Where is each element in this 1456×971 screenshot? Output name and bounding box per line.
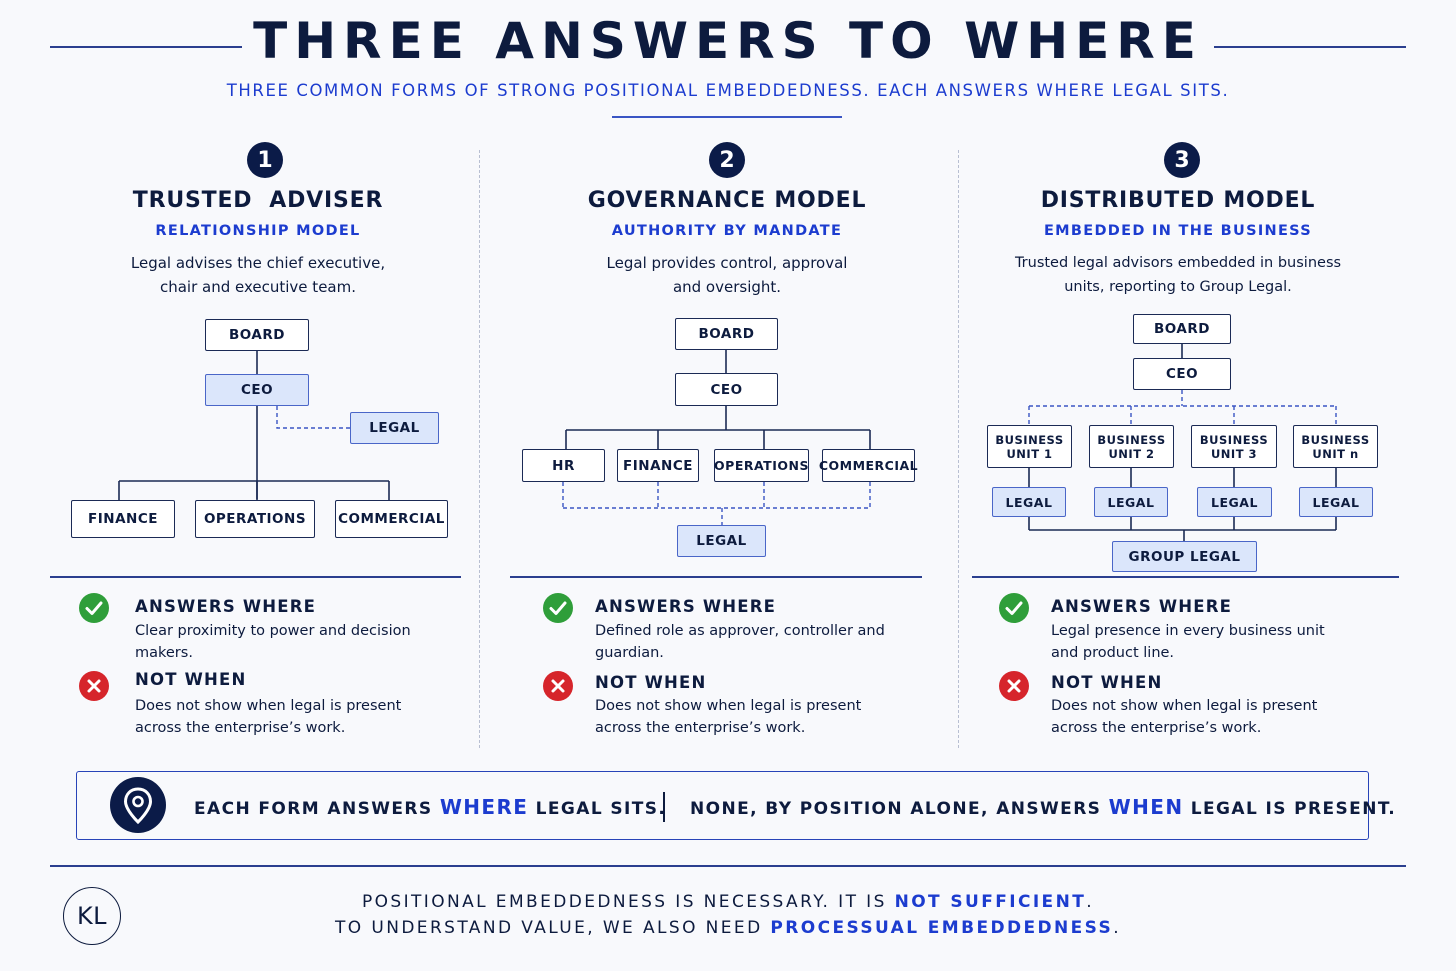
footer-text-part: TO UNDERSTAND VALUE, WE ALSO NEED — [334, 918, 771, 938]
not-when-text: Does not show when legal is present acro… — [595, 698, 862, 736]
description-line: chair and executive team. — [159, 278, 356, 296]
answers-where-heading: ANSWERS WHERE — [135, 597, 317, 616]
org-box-legal: LEGAL — [350, 412, 439, 444]
footer-line-1: POSITIONAL EMBEDDEDNESS IS NECESSARY. IT… — [0, 892, 1456, 912]
banner-text-part: LEGAL SITS. — [528, 799, 667, 819]
description-line: Legal provides control, approval — [606, 254, 848, 272]
org-box-unit: OPERATIONS — [195, 500, 315, 538]
not-when-text: Does not show when legal is present acro… — [1051, 698, 1318, 736]
number-badge: 1 — [247, 142, 283, 178]
banner-text-part: NONE, BY POSITION ALONE, ANSWERS — [690, 799, 1109, 819]
org-box-legal: LEGAL — [1094, 487, 1168, 517]
org-box-legal: LEGAL — [992, 487, 1066, 517]
location-pin-icon — [110, 777, 166, 833]
column-title: GOVERNANCE MODEL — [587, 188, 867, 213]
org-box-unit: COMMERCIAL — [819, 449, 918, 482]
answers-where-text: Clear proximity to power and decision ma… — [135, 623, 411, 661]
banner-separator — [663, 792, 665, 822]
org-box-board: BOARD — [1133, 314, 1231, 344]
column-subtitle: RELATIONSHIP MODEL — [155, 223, 361, 239]
footer-highlight: NOT SUFFICIENT — [894, 892, 1087, 912]
org-box-legal: LEGAL — [1197, 487, 1272, 517]
banner-highlight-when: WHEN — [1108, 795, 1184, 819]
org-box-board: BOARD — [675, 318, 778, 350]
footer-highlight: PROCESSUAL EMBEDDEDNESS — [770, 918, 1114, 938]
banner-right-text: NONE, BY POSITION ALONE, ANSWERS WHEN LE… — [690, 795, 1396, 819]
column-divider — [958, 150, 959, 748]
org-box-business-unit: BUSINESS UNIT 2 — [1089, 425, 1174, 468]
org-box-business-unit: BUSINESS UNIT 3 — [1191, 425, 1277, 468]
section-rule — [972, 576, 1399, 578]
banner-left-text: EACH FORM ANSWERS WHERE LEGAL SITS. — [194, 795, 666, 819]
org-box-business-unit: BUSINESS UNIT 1 — [987, 425, 1072, 468]
column-subtitle: EMBEDDED IN THE BUSINESS — [1043, 223, 1313, 239]
org-box-unit: COMMERCIAL — [335, 500, 448, 538]
cross-icon — [999, 671, 1029, 701]
answers-where-text: Legal presence in every business unit an… — [1051, 623, 1325, 661]
org-box-unit: FINANCE — [617, 449, 699, 482]
banner-text-part: LEGAL IS PRESENT. — [1183, 799, 1397, 819]
column-divider — [479, 150, 480, 748]
footer-text-part: . — [1113, 918, 1122, 938]
not-when-heading: NOT WHEN — [595, 673, 707, 692]
cross-icon — [79, 671, 109, 701]
column-description: Legal provides control, approval and ove… — [497, 251, 957, 299]
column-description: Legal advises the chief executive, chair… — [28, 251, 488, 299]
title-rule-right — [1214, 46, 1406, 48]
kl-logo: KL — [63, 887, 121, 945]
not-when-heading: NOT WHEN — [1051, 673, 1163, 692]
footer-line-2: TO UNDERSTAND VALUE, WE ALSO NEED PROCES… — [0, 918, 1456, 938]
subtitle-rule — [612, 116, 842, 118]
org-box-ceo: CEO — [205, 374, 309, 406]
banner-text-part: EACH FORM ANSWERS — [194, 799, 440, 819]
number-badge: 3 — [1164, 142, 1200, 178]
org-box-legal: LEGAL — [1299, 487, 1373, 517]
banner-highlight-where: WHERE — [439, 795, 529, 819]
column-title: TRUSTED ADVISER — [132, 188, 384, 213]
title-rule-left — [50, 46, 242, 48]
cross-icon — [543, 671, 573, 701]
org-box-unit: HR — [522, 449, 605, 482]
summary-banner: EACH FORM ANSWERS WHERE LEGAL SITS. NONE… — [76, 771, 1395, 840]
column-subtitle: AUTHORITY BY MANDATE — [611, 223, 843, 239]
answers-where-heading: ANSWERS WHERE — [1051, 597, 1233, 616]
check-icon — [999, 593, 1029, 623]
column-description: Trusted legal advisors embedded in busin… — [948, 251, 1408, 299]
column-title: DISTRIBUTED MODEL — [1040, 188, 1316, 213]
section-rule — [50, 576, 461, 578]
org-box-board: BOARD — [205, 319, 309, 351]
not-when-text: Does not show when legal is present acro… — [135, 698, 402, 736]
org-box-unit: OPERATIONS — [714, 449, 809, 482]
org-box-ceo: CEO — [675, 373, 778, 406]
check-icon — [543, 593, 573, 623]
description-line: Trusted legal advisors embedded in busin… — [1014, 255, 1342, 271]
org-box-legal: LEGAL — [677, 525, 766, 557]
section-rule — [510, 576, 922, 578]
page-title: THREE ANSWERS TO WHERE — [253, 12, 1203, 70]
page-subtitle: THREE COMMON FORMS OF STRONG POSITIONAL … — [226, 81, 1230, 100]
footer-text-part: POSITIONAL EMBEDDEDNESS IS NECESSARY. IT… — [361, 892, 895, 912]
check-icon — [79, 593, 109, 623]
org-box-ceo: CEO — [1133, 358, 1231, 390]
footer-text-part: . — [1086, 892, 1095, 912]
description-line: Legal advises the chief executive, — [130, 254, 386, 272]
answers-where-text: Defined role as approver, controller and… — [595, 623, 885, 661]
not-when-heading: NOT WHEN — [135, 670, 247, 689]
number-badge: 2 — [709, 142, 745, 178]
org-box-business-unit: BUSINESS UNIT n — [1293, 425, 1378, 468]
description-line: units, reporting to Group Legal. — [1064, 279, 1292, 295]
footer-rule — [50, 865, 1406, 867]
answers-where-heading: ANSWERS WHERE — [595, 597, 777, 616]
description-line: and oversight. — [672, 278, 782, 296]
org-box-unit: FINANCE — [71, 500, 175, 538]
org-box-group-legal: GROUP LEGAL — [1112, 541, 1257, 572]
